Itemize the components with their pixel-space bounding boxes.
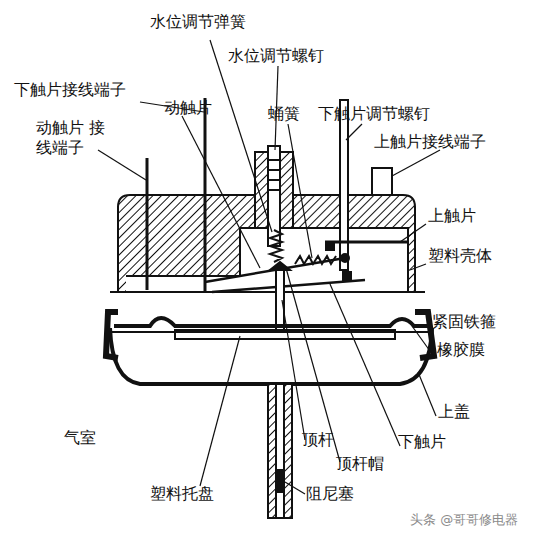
part-label: 顶杆 xyxy=(302,430,334,450)
part-label: 下触片调节螺钉 xyxy=(318,104,430,124)
part-label: 上盖 xyxy=(438,402,470,422)
part-label: 橡胶膜 xyxy=(437,340,485,360)
part-label: 蛹簧 xyxy=(268,104,300,124)
part-label: 上触片 xyxy=(428,206,476,226)
part-label: 阻尼塞 xyxy=(306,484,354,504)
part-label: 动触片 xyxy=(164,98,212,118)
part-label: 下触片 xyxy=(398,432,446,452)
part-label: 水位调节螺钉 xyxy=(228,46,324,66)
part-label: 气室 xyxy=(64,428,96,448)
part-label: 顶杆帽 xyxy=(336,454,384,474)
watermark: 头条 @哥哥修电器 xyxy=(410,512,518,528)
part-label: 动触片 接线端子 xyxy=(36,118,108,158)
part-label: 塑料托盘 xyxy=(150,484,214,504)
part-label: 上触片接线端子 xyxy=(374,132,486,152)
part-label: 下触片接线端子 xyxy=(14,80,126,100)
part-label: 塑料壳体 xyxy=(428,246,492,266)
part-label: 水位调节弹簧 xyxy=(150,12,246,32)
part-label: 紧固铁箍 xyxy=(432,312,496,332)
